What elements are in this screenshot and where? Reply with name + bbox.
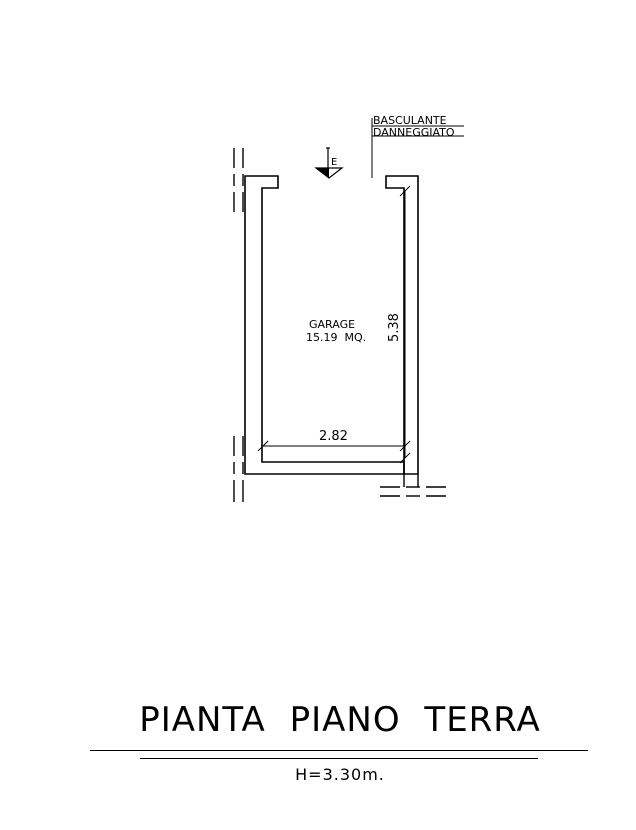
height-label: H=3.30m. bbox=[295, 765, 385, 784]
dimension-length-label: 5.38 bbox=[387, 313, 402, 342]
room-name: GARAGE bbox=[309, 318, 355, 331]
title-word-3: TERRA bbox=[424, 700, 541, 740]
title-underline-thin bbox=[140, 758, 538, 759]
entrance-mark: E bbox=[331, 157, 337, 168]
title-word-1: PIANTA bbox=[139, 700, 266, 740]
plan-title: PIANTA PIANO TERRA bbox=[90, 700, 590, 740]
door-note-line2: DANNEGGIATO bbox=[373, 126, 455, 139]
title-word-2: PIANO bbox=[289, 700, 401, 740]
wall-right bbox=[385, 175, 419, 475]
room-area: 15.19 MQ. bbox=[306, 331, 366, 344]
wall-break-bottom-right bbox=[380, 474, 446, 497]
title-underline bbox=[90, 750, 588, 751]
dimension-width-label: 2.82 bbox=[319, 429, 348, 444]
door-note-leader bbox=[371, 118, 464, 178]
wall-left-outer bbox=[244, 175, 405, 475]
wall-break-left-top bbox=[233, 148, 244, 212]
door-note-line1: BASCULANTE bbox=[373, 114, 447, 127]
dimension-length bbox=[399, 185, 411, 464]
wall-break-left-bottom bbox=[233, 436, 244, 502]
entrance-arrow-icon bbox=[314, 147, 344, 179]
dimension-width bbox=[257, 440, 411, 452]
